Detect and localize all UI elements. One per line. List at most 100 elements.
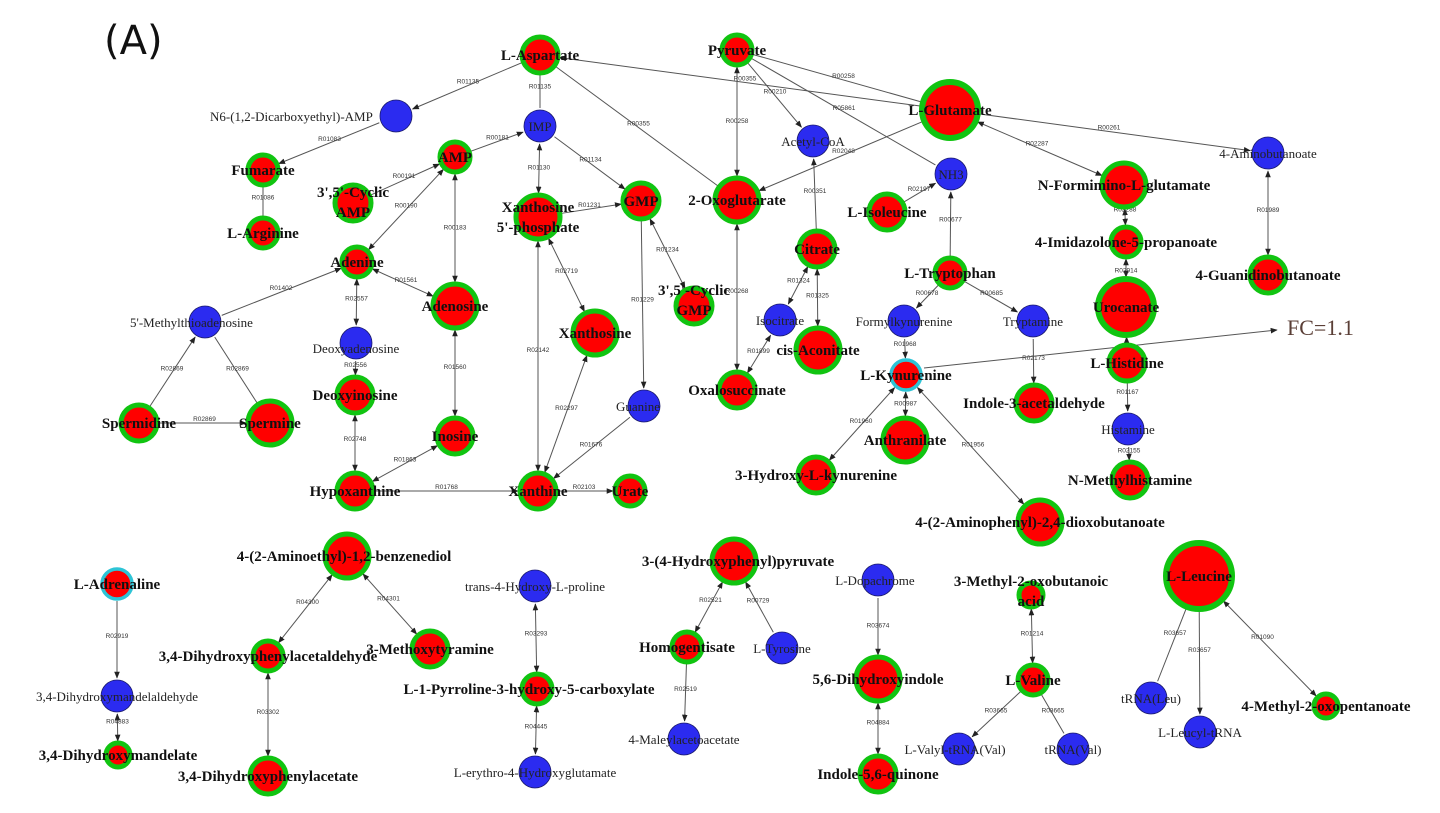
node-adenine[interactable]: Adenine (330, 244, 384, 280)
metabolite-circle[interactable] (513, 192, 563, 242)
node-amp[interactable]: AMP (437, 139, 473, 175)
node-l-1-pyrroline-3-hydroxy-5-carboxylate[interactable]: L-1-Pyrroline-3-hydroxy-5-carboxylate (403, 671, 655, 707)
node-inosine[interactable]: Inosine (432, 415, 479, 457)
node-3-hydroxy-l-kynurenine[interactable]: 3-Hydroxy-L-kynurenine (735, 454, 897, 496)
node-hypoxanthine[interactable]: Hypoxanthine (310, 470, 401, 512)
metabolite-circle[interactable] (1016, 580, 1046, 610)
node-4-methyl-2-oxopentanoate[interactable]: 4-Methyl-2-oxopentanoate (1241, 691, 1411, 721)
metabolite-circle[interactable] (100, 567, 134, 601)
compound-circle[interactable] (1134, 681, 1168, 715)
compound-circle[interactable] (1111, 412, 1145, 446)
node-l-adrenaline[interactable]: L-Adrenaline (74, 567, 161, 601)
metabolite-circle[interactable] (716, 369, 758, 411)
node-4-guanidinobutanoate[interactable]: 4-Guanidinobutanoate (1195, 254, 1341, 296)
node-l-tryptophan[interactable]: L-Tryptophan (904, 255, 996, 291)
node-oxalosuccinate[interactable]: Oxalosuccinate (688, 369, 786, 411)
node-l-kynurenine[interactable]: L-Kynurenine (860, 358, 952, 392)
node-spermine[interactable]: Spermine (239, 398, 301, 448)
metabolite-circle[interactable] (857, 753, 899, 795)
metabolite-circle[interactable] (437, 139, 473, 175)
node-n6-1-2-dicarboxyethyl-amp[interactable]: N6-(1,2-Dicarboxyethyl)-AMP (210, 99, 413, 133)
metabolite-circle[interactable] (1106, 342, 1148, 384)
node-l-histidine[interactable]: L-Histidine (1090, 342, 1164, 384)
metabolite-circle[interactable] (620, 180, 662, 222)
node-l-isoleucine[interactable]: L-Isoleucine (847, 191, 927, 233)
node-xanthosine[interactable]: Xanthosine (559, 308, 632, 358)
compound-circle[interactable] (942, 732, 976, 766)
node-urocanate[interactable]: Urocanate (1093, 276, 1160, 338)
node-adenosine[interactable]: Adenosine (422, 281, 489, 331)
node-3-4-hydroxyphenyl-pyruvate[interactable]: 3-(4-Hydroxyphenyl)pyruvate (642, 536, 835, 586)
compound-circle[interactable] (379, 99, 413, 133)
metabolite-circle[interactable] (519, 671, 555, 707)
node-l-erythro-4-hydroxyglutamate[interactable]: L-erythro-4-Hydroxyglutamate (454, 755, 617, 789)
compound-circle[interactable] (1056, 732, 1090, 766)
compound-circle[interactable] (339, 326, 373, 360)
metabolite-circle[interactable] (795, 454, 837, 496)
metabolite-circle[interactable] (118, 402, 160, 444)
node-4-imidazolone-5-propanoate[interactable]: 4-Imidazolone-5-propanoate (1035, 224, 1218, 260)
node-4-aminobutanoate[interactable]: 4-Aminobutanoate (1219, 136, 1317, 170)
node-indole-3-acetaldehyde[interactable]: Indole-3-acetaldehyde (963, 382, 1105, 424)
node-pyruvate[interactable]: Pyruvate (708, 32, 767, 68)
compound-circle[interactable] (887, 304, 921, 338)
node-4-maleylacetoacetate[interactable]: 4-Maleylacetoacetate (628, 722, 740, 756)
metabolite-circle[interactable] (919, 79, 981, 141)
node-isocitrate[interactable]: Isocitrate (756, 303, 805, 337)
metabolite-circle[interactable] (434, 415, 476, 457)
node-guanine[interactable]: Guanine (616, 389, 661, 423)
compound-circle[interactable] (1183, 715, 1217, 749)
metabolite-circle[interactable] (673, 285, 715, 327)
compound-circle[interactable] (765, 631, 799, 665)
node-l-tyrosine[interactable]: L-Tyrosine (753, 631, 811, 665)
node-3-methoxytyramine[interactable]: 3-Methoxytyramine (366, 628, 494, 670)
node-3-4-dihydroxymandelate[interactable]: 3,4-Dihydroxymandelate (39, 740, 198, 770)
metabolite-circle[interactable] (1099, 160, 1149, 210)
metabolite-circle[interactable] (1015, 497, 1065, 547)
metabolite-circle[interactable] (612, 473, 648, 509)
node-indole-5-6-quinone[interactable]: Indole-5,6-quinone (817, 753, 939, 795)
node-l-arginine[interactable]: L-Arginine (227, 215, 299, 251)
node-imp[interactable]: IMP (523, 109, 557, 143)
metabolite-circle[interactable] (853, 654, 903, 704)
compound-circle[interactable] (523, 109, 557, 143)
node-fumarate[interactable]: Fumarate (231, 152, 295, 188)
node-xanthine[interactable]: Xanthine (508, 470, 568, 512)
compound-circle[interactable] (763, 303, 797, 337)
node-l-valyl-trna-val[interactable]: L-Valyl-tRNA(Val) (904, 732, 1006, 766)
metabolite-circle[interactable] (245, 398, 295, 448)
metabolite-circle[interactable] (719, 32, 755, 68)
metabolite-circle[interactable] (880, 415, 930, 465)
metabolite-circle[interactable] (339, 244, 375, 280)
metabolite-circle[interactable] (866, 191, 908, 233)
metabolite-circle[interactable] (1311, 691, 1341, 721)
node-spermidine[interactable]: Spermidine (102, 402, 177, 444)
metabolite-circle[interactable] (889, 358, 923, 392)
compound-circle[interactable] (518, 755, 552, 789)
node-2-oxoglutarate[interactable]: 2-Oxoglutarate (688, 175, 786, 225)
metabolite-circle[interactable] (250, 638, 286, 674)
node-5-6-dihydroxyindole[interactable]: 5,6-Dihydroxyindole (813, 654, 944, 704)
node-tryptamine[interactable]: Tryptamine (1003, 304, 1063, 338)
compound-circle[interactable] (188, 305, 222, 339)
metabolite-circle[interactable] (332, 182, 374, 224)
node-3-4-dihydroxyphenylacetaldehyde[interactable]: 3,4-Dihydroxyphenylacetaldehyde (159, 638, 378, 674)
metabolite-circle[interactable] (793, 325, 843, 375)
compound-circle[interactable] (861, 563, 895, 597)
node-formylkynurenine[interactable]: Formylkynurenine (856, 304, 953, 338)
metabolite-circle[interactable] (1013, 382, 1055, 424)
node-4-2-aminophenyl-2-4-dioxobutanoate[interactable]: 4-(2-Aminophenyl)-2,4-dioxobutanoate (915, 497, 1165, 547)
metabolite-circle[interactable] (245, 152, 281, 188)
node-homogentisate[interactable]: Homogentisate (639, 629, 735, 665)
node-n-methylhistamine[interactable]: N-Methylhistamine (1068, 459, 1192, 501)
node-n-formimino-l-glutamate[interactable]: N-Formimino-L-glutamate (1038, 160, 1211, 210)
node-acetyl-coa[interactable]: Acetyl-CoA (781, 124, 845, 158)
node-deoxyadenosine[interactable]: Deoxyadenosine (313, 326, 400, 360)
node-l-dopachrome[interactable]: L-Dopachrome (835, 563, 915, 597)
compound-circle[interactable] (667, 722, 701, 756)
compound-circle[interactable] (627, 389, 661, 423)
node-l-valine[interactable]: L-Valine (1005, 662, 1061, 698)
